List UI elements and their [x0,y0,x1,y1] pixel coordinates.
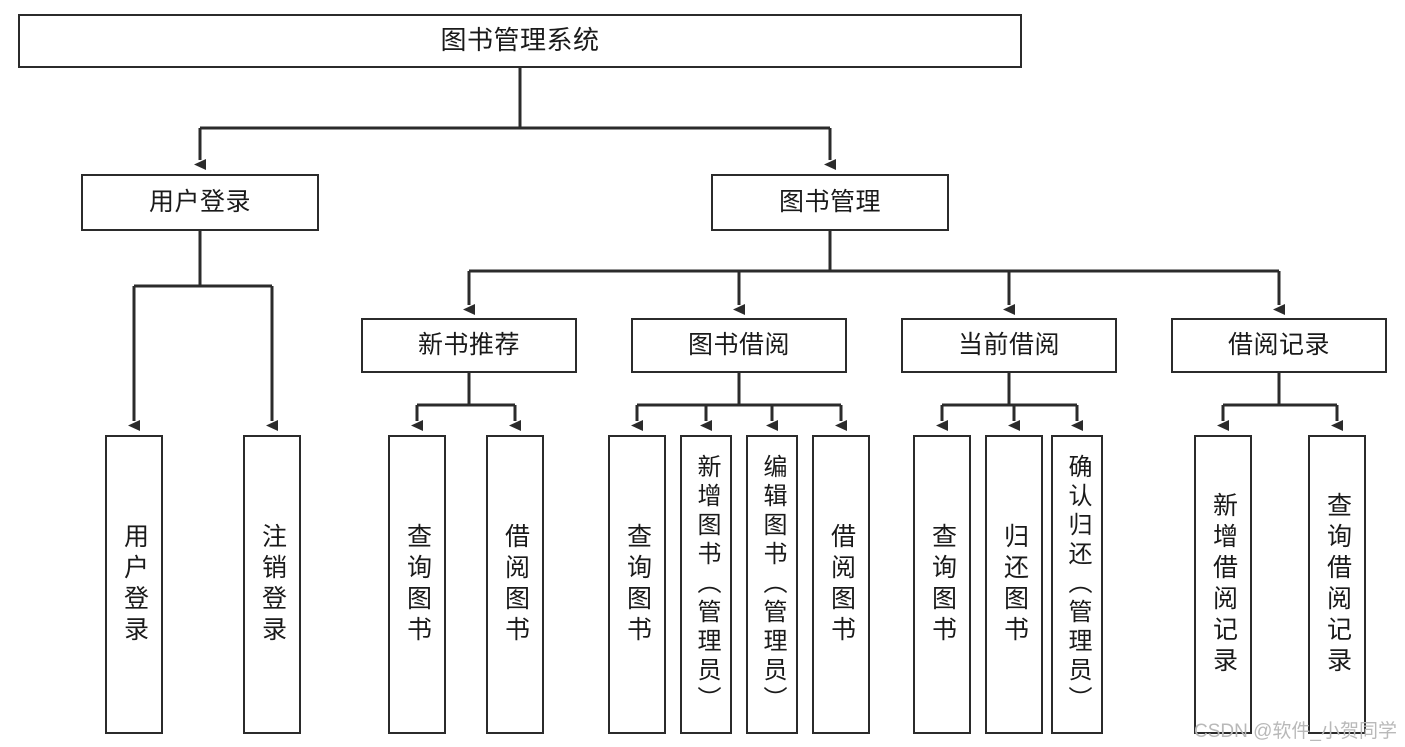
node-leaf-add-book-admin-label: 新增图书（管理员） [693,454,720,715]
node-leaf-borrow-book-1[interactable]: 借阅图书 [486,435,544,734]
node-leaf-add-borrow-record-label: 新增借阅记录 [1209,491,1238,678]
node-borrow-record[interactable]: 借阅记录 [1171,318,1387,373]
node-current-borrow[interactable]: 当前借阅 [901,318,1117,373]
node-user-login[interactable]: 用户登录 [81,174,319,231]
node-leaf-query-book-2-label: 查询图书 [623,522,652,647]
node-leaf-query-book-1[interactable]: 查询图书 [388,435,446,734]
node-leaf-edit-book-admin-label: 编辑图书（管理员） [759,454,786,715]
node-leaf-return-book-label: 归还图书 [1000,522,1029,647]
node-leaf-query-borrow-record[interactable]: 查询借阅记录 [1308,435,1366,734]
node-leaf-query-borrow-record-label: 查询借阅记录 [1323,491,1352,678]
node-leaf-add-book-admin[interactable]: 新增图书（管理员） [680,435,732,734]
node-leaf-user-login[interactable]: 用户登录 [105,435,163,734]
node-new-book-recommend[interactable]: 新书推荐 [361,318,577,373]
watermark: CSDN @软件_小贺同学 [1194,721,1397,742]
node-borrow-record-label: 借阅记录 [1227,331,1330,360]
node-current-borrow-label: 当前借阅 [957,331,1060,360]
node-leaf-query-book-3[interactable]: 查询图书 [913,435,971,734]
node-leaf-query-book-1-label: 查询图书 [403,522,432,647]
node-user-login-label: 用户登录 [148,188,251,217]
node-leaf-borrow-book-2-label: 借阅图书 [827,522,856,647]
node-leaf-borrow-book-1-label: 借阅图书 [501,522,530,647]
node-book-manage-label: 图书管理 [778,188,881,217]
node-root-label: 图书管理系统 [440,25,600,56]
node-leaf-borrow-book-2[interactable]: 借阅图书 [812,435,870,734]
node-leaf-confirm-return-admin[interactable]: 确认归还（管理员） [1051,435,1103,734]
node-leaf-return-book[interactable]: 归还图书 [985,435,1043,734]
node-book-manage[interactable]: 图书管理 [711,174,949,231]
node-leaf-add-borrow-record[interactable]: 新增借阅记录 [1194,435,1252,734]
node-leaf-edit-book-admin[interactable]: 编辑图书（管理员） [746,435,798,734]
node-root[interactable]: 图书管理系统 [18,14,1022,68]
node-book-borrow-label: 图书借阅 [687,331,790,360]
node-leaf-query-book-3-label: 查询图书 [928,522,957,647]
node-book-borrow[interactable]: 图书借阅 [631,318,847,373]
node-leaf-confirm-return-admin-label: 确认归还（管理员） [1064,454,1091,715]
node-leaf-user-login-label: 用户登录 [120,522,149,647]
node-leaf-logout-label: 注销登录 [258,522,287,647]
node-leaf-query-book-2[interactable]: 查询图书 [608,435,666,734]
node-new-book-recommend-label: 新书推荐 [417,331,520,360]
node-leaf-logout[interactable]: 注销登录 [243,435,301,734]
